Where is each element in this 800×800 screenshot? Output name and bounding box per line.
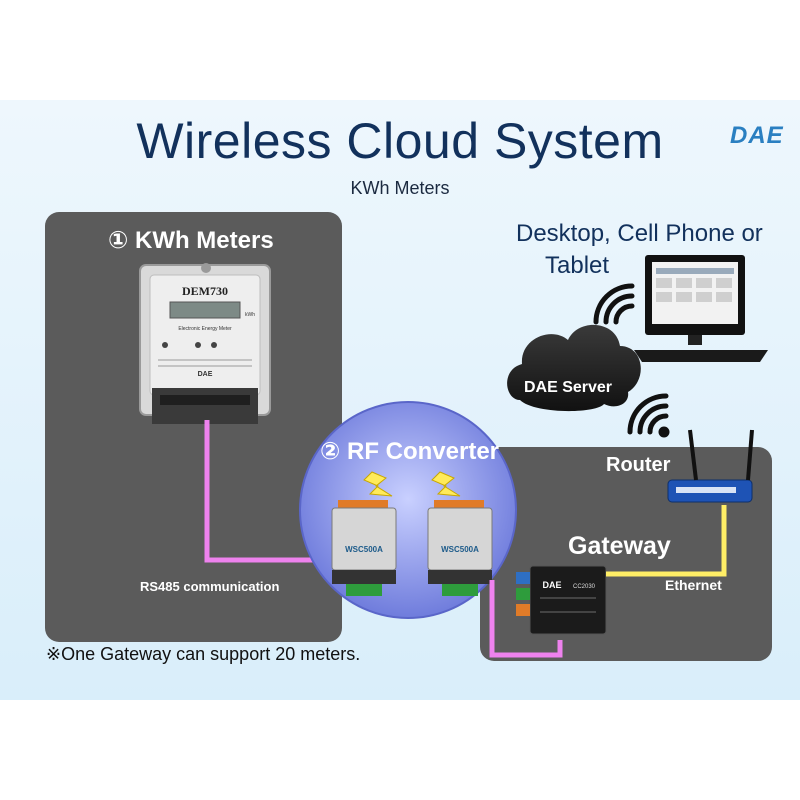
ethernet-line [606, 505, 727, 577]
server-cloud [507, 324, 641, 412]
dae-logo: DAE [730, 122, 784, 149]
rf-signal-bolt-right [431, 471, 461, 497]
energy-meter [139, 263, 271, 424]
ethernet-label: Ethernet [665, 577, 722, 593]
converter-model-left: WSC500A [345, 545, 383, 554]
gateway-device [516, 565, 607, 635]
rs485-line [204, 420, 335, 563]
gateway-label: Gateway [568, 532, 671, 560]
client-devices-label-line2: Tablet [545, 252, 610, 279]
meter-unit-text: kWh [245, 312, 255, 318]
meter-model-text: DEM730 [182, 284, 228, 298]
wifi-icon [627, 393, 670, 438]
meter-caption-text: Electronic Energy Meter [178, 326, 232, 332]
rf-converter-title: ② RF Converter [320, 438, 500, 465]
rs485-label: RS485 communication [140, 579, 280, 594]
meters-panel-title: ① KWh Meters [108, 227, 274, 254]
rf-converter-device-left [331, 500, 397, 596]
router-device [667, 429, 754, 503]
slide-title: Wireless Cloud System [136, 113, 664, 169]
footnote: ※One Gateway can support 20 meters. [46, 644, 361, 664]
client-devices-label-line1: Desktop, Cell Phone or [516, 220, 763, 247]
router-label: Router [606, 454, 671, 476]
meter-brand-text: DAE [198, 371, 213, 378]
server-label: DAE Server [524, 379, 612, 396]
slide-subtitle: KWh Meters [350, 178, 450, 198]
gateway-brand-text: DAE [542, 580, 561, 590]
desktop-computer [634, 255, 768, 362]
converter-model-right: WSC500A [441, 545, 479, 554]
gateway-model-text: CC2030 [573, 584, 596, 590]
converter-gateway-line [489, 580, 563, 658]
rf-signal-bolt-left [363, 471, 393, 497]
wifi-icon-desktop [593, 283, 635, 325]
rf-converter-device-right [427, 500, 493, 596]
